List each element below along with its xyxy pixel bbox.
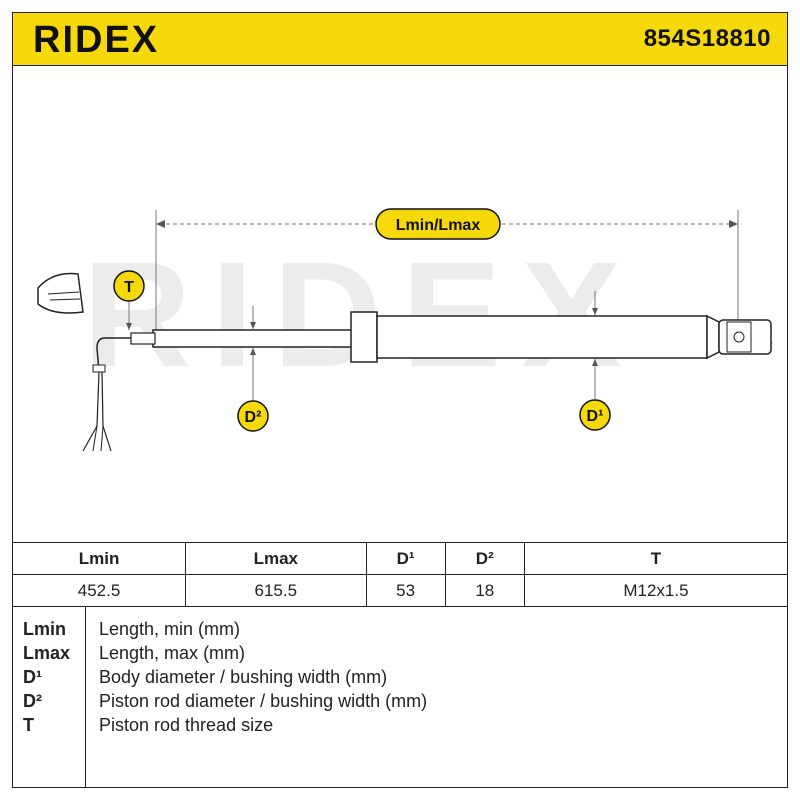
legend-desc: Piston rod thread size [99,715,274,735]
legend-divider [85,607,86,787]
ridex-logo: RIDEX [33,19,159,59]
t-badge-label: T [124,279,134,296]
d2-callout: D² [237,306,269,432]
header-lmax: Lmax [185,542,367,575]
value-lmin: 452.5 [11,574,187,607]
legend-desc: Length, min (mm) [99,619,241,639]
legend-box: Lmin Length, min (mm) Lmax Length, max (… [12,606,788,788]
header-lmin: Lmin [11,542,187,575]
legend-desc: Body diameter / bushing width (mm) [99,667,388,687]
svg-text:RIDEX: RIDEX [33,19,159,59]
piston-rod [130,329,354,348]
header-d1: D¹ [365,542,446,575]
legend-code: D² [23,691,42,711]
part-number: 854S18810 [643,25,771,52]
d1-callout: D¹ [579,291,611,431]
value-d2: 18 [444,574,525,607]
legend-desc: Piston rod diameter / bushing width (mm) [99,691,428,711]
header-bar: RIDEX 854S18810 [12,12,788,66]
header-t: T [523,542,789,575]
dust-cap [37,272,84,314]
spec-table: Lmin Lmax D¹ D² T 452.5 615.5 53 18 M12x… [11,542,789,607]
lmin-lmax-label-pill [375,208,501,240]
shock-absorber-drawing: RIDEX Lmin/Lmax [37,208,773,452]
legend-code: Lmax [23,643,71,663]
length-dimension: Lmin/Lmax [155,208,739,346]
t-callout: T [113,270,145,330]
d1-badge-label: D¹ [587,408,604,425]
lmin-lmax-label: Lmin/Lmax [396,217,481,234]
legend-code: D¹ [23,667,42,687]
spec-value-row: 452.5 615.5 53 18 M12x1.5 [11,574,789,607]
d2-badge [237,400,269,432]
value-lmax: 615.5 [185,574,367,607]
value-t: M12x1.5 [523,574,789,607]
damper-body [350,311,772,363]
d2-badge-label: D² [245,409,262,426]
t-badge [113,270,145,302]
header-d2: D² [444,542,525,575]
sensor-cable [82,337,131,452]
d1-badge [579,399,611,431]
spec-header-row: Lmin Lmax D¹ D² T [11,542,789,575]
legend-code: Lmin [23,619,66,639]
technical-drawing: RIDEX Lmin/Lmax [12,66,788,544]
legend-code: T [23,715,34,735]
value-d1: 53 [365,574,446,607]
legend-desc: Length, max (mm) [99,643,246,663]
